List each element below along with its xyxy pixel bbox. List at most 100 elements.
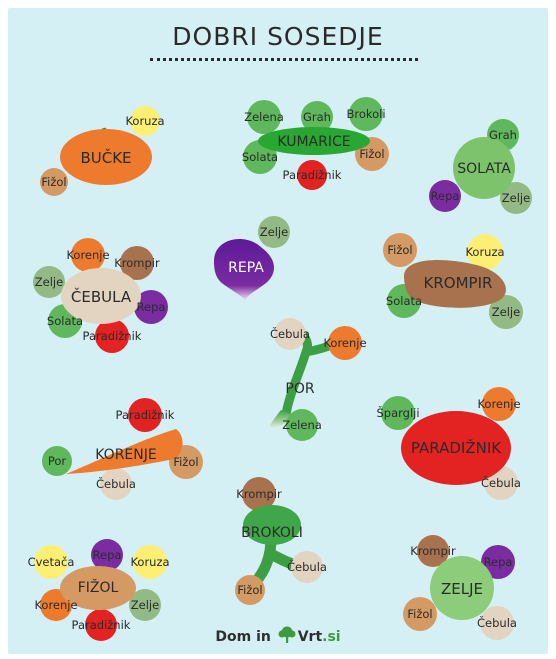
neighbor-label-cebula: Čebula — [477, 615, 517, 630]
neighbor-circle-cebula — [480, 606, 514, 640]
neighbor-circle-korenje — [71, 238, 105, 272]
neighbor-label-koruza: Koruza — [125, 114, 164, 128]
neighbor-circle-brokoli — [349, 97, 383, 131]
plant-title-bucke: BUČKE — [80, 148, 131, 167]
neighbor-label-brokoli: Brokoli — [346, 107, 385, 121]
neighbor-label-zelje: Zelje — [502, 191, 530, 205]
neighbor-circle-krompir — [120, 246, 154, 280]
neighbor-label-sparglj: Špargljі — [376, 405, 419, 420]
neighbor-circle-cebula — [100, 468, 132, 500]
logo-text-dom-in: Dom in — [215, 629, 271, 645]
neighbor-label-paradiznik: Paradižnik — [83, 329, 142, 343]
cucumber-shape — [258, 127, 370, 155]
neighbor-label-cebula: Čebula — [481, 475, 521, 490]
plant-title-fizol: FIŽOL — [78, 578, 119, 596]
neighbor-circle-sparglj — [381, 396, 415, 430]
neighbor-label-repa: Repa — [93, 548, 122, 562]
site-logo: Dom in Vrt.si — [0, 626, 556, 645]
neighbor-label-koruza: Koruza — [130, 555, 169, 569]
neighbor-circle-zelena — [247, 100, 281, 134]
neighbor-circle-paradiznik — [85, 609, 117, 641]
plant-title-cebula: ČEBULA — [71, 287, 132, 306]
neighbor-circle-repa — [134, 290, 168, 324]
neighbor-label-solata: Solata — [242, 150, 278, 164]
neighbor-label-fizol: Fižol — [387, 243, 412, 257]
neighbor-label-solata: Solata — [47, 314, 83, 328]
neighbor-circle-koruza — [133, 545, 167, 579]
neighbor-circle-repa — [429, 180, 461, 212]
neighbor-label-paradiznik: Paradižnik — [116, 408, 175, 422]
carrot-shape — [66, 429, 183, 474]
neighbor-label-paradiznik: Paradižnik — [72, 618, 131, 632]
neighbor-label-fizol: Fižol — [407, 607, 432, 621]
plant-title-zelje: ZELJE — [441, 580, 483, 598]
neighbor-label-grah: Grah — [303, 110, 331, 124]
neighbor-circle-koruza — [130, 106, 160, 136]
neighbor-circle-zelje — [258, 216, 290, 248]
neighbor-circle-por — [42, 446, 72, 476]
neighbor-circle-cvetaca — [34, 545, 68, 579]
plant-title-brokoli: BROKOLI — [241, 525, 303, 541]
plant-title-kumarice: KUMARICE — [277, 134, 350, 150]
neighbor-label-solata: Solata — [386, 294, 422, 308]
neighbor-label-krompir: Krompir — [236, 487, 282, 501]
neighbor-label-repa: Repa — [484, 555, 513, 569]
pumpkin-shape — [60, 129, 152, 185]
bean-shape — [60, 566, 136, 610]
neighbor-label-korenje: Korenje — [323, 336, 366, 350]
neighbor-label-koruza: Koruza — [465, 245, 504, 259]
neighbor-circle-grah — [301, 101, 333, 133]
neighbor-label-zelje: Zelje — [260, 225, 288, 239]
neighbor-circle-krompir — [242, 477, 276, 511]
neighbor-label-krompir: Krompir — [114, 256, 160, 270]
neighbor-label-krompir: Krompir — [410, 544, 456, 558]
neighbor-label-cebula: Čebula — [270, 326, 310, 341]
neighbor-label-fizol: Fižol — [41, 175, 66, 189]
poster-title: DOBRI SOSEDJE — [172, 22, 384, 51]
neighbor-circle-zelje — [489, 295, 523, 329]
neighbor-circle-zelena — [286, 409, 318, 441]
onion-shape — [61, 268, 141, 324]
plant-title-krompir: KROMPIR — [424, 274, 493, 292]
neighbor-label-zelje: Zelje — [131, 598, 159, 612]
logo-text-si: .si — [322, 629, 341, 645]
plant-title-paradiznik: PARADIŽNIK — [411, 438, 502, 457]
neighbor-label-zelena: Zelena — [282, 418, 322, 432]
neighbor-circle-zelje — [129, 589, 161, 621]
plant-title-por: POR — [285, 381, 314, 397]
neighbor-circle-fizol — [235, 575, 265, 605]
logo-text-vrt: Vrt — [297, 629, 323, 645]
neighbor-circle-cebula — [291, 551, 323, 583]
neighbor-label-repa: Repa — [137, 300, 166, 314]
neighbor-circle-cebula — [274, 318, 306, 350]
neighbor-label-repa: Repa — [431, 189, 460, 203]
neighbor-circle-korenje — [482, 387, 516, 421]
neighbor-label-zelje: Zelje — [35, 275, 63, 289]
neighbor-label-grah: Grah — [489, 128, 517, 142]
neighbor-circle-zelje — [33, 266, 65, 298]
leek-root — [268, 410, 295, 429]
neighbor-label-cvetaca: Cvetača — [28, 555, 75, 569]
neighbor-label-fizol: Fižol — [359, 147, 384, 161]
neighbor-circle-paradiznik — [297, 160, 327, 190]
lettuce-shape — [453, 137, 515, 199]
neighbor-circle-koruza — [467, 234, 503, 270]
title-dotted-underline — [150, 58, 418, 61]
potato-shape — [403, 260, 507, 308]
plant-title-korenje: KORENJE — [95, 447, 156, 463]
tree-icon — [276, 626, 298, 645]
neighbor-label-por: Por — [48, 454, 67, 468]
neighbor-circle-repa — [481, 545, 515, 579]
neighbor-label-cebula: Čebula — [96, 476, 136, 491]
neighbor-label-paradiznik: Paradižnik — [283, 168, 342, 182]
neighbor-label-korenje: Korenje — [66, 248, 109, 262]
neighbor-label-korenje: Korenje — [34, 598, 77, 612]
neighbor-circle-fizol — [383, 233, 417, 267]
broccoli-head — [243, 505, 301, 545]
plant-title-repa: REPA — [228, 260, 264, 276]
cabbage-shape — [430, 556, 494, 620]
neighbor-label-zelena: Zelena — [244, 110, 284, 124]
neighbor-circle-zelje — [500, 182, 532, 214]
beet-shape — [214, 239, 274, 301]
